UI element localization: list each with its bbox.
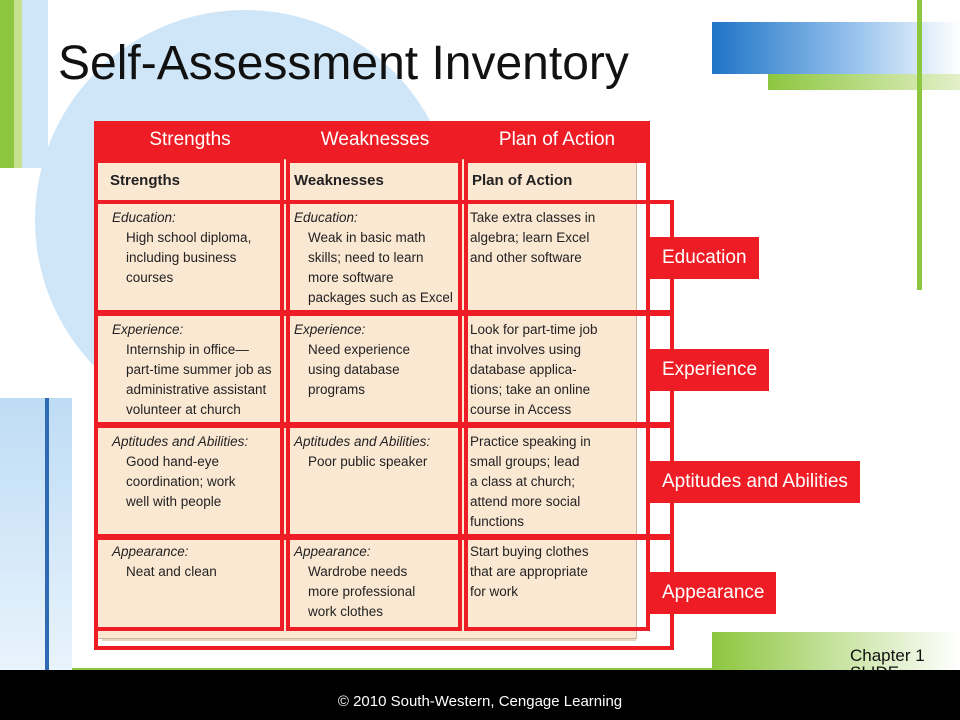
highlight-column-plan — [464, 159, 650, 631]
highlight-row-appearance — [94, 536, 674, 650]
figure-header-strengths: Strengths — [110, 172, 181, 189]
cell-experience-weaknesses: Experience: Need experience using databa… — [294, 322, 411, 397]
highlight-row-experience — [94, 312, 674, 426]
figure-header-weaknesses: Weaknesses — [294, 172, 384, 189]
band-weaknesses: Weaknesses — [320, 129, 430, 150]
cell-education-weaknesses: Education: Weak in basic math skills; ne… — [294, 210, 453, 305]
band-strengths: Strengths — [149, 129, 231, 150]
slide-title: Self-Assessment Inventory — [58, 37, 629, 90]
footer-copyright: © 2010 South-Western, Cengage Learning — [337, 693, 623, 710]
green-accent-bar — [0, 0, 14, 168]
slide-label: SLIDE — [850, 663, 899, 671]
cell-aptitudes-plan: Practice speaking in small groups; lead … — [470, 434, 591, 529]
cell-appearance-plan: Start buying clothes that are appropriat… — [470, 544, 589, 599]
figure-header-plan: Plan of Action — [472, 172, 573, 189]
background-left-gradient — [0, 398, 72, 670]
cell-education-strengths: Education: High school diploma, includin… — [112, 210, 252, 285]
column-header-band: Strengths Weaknesses Plan of Action — [94, 121, 650, 159]
cell-education-plan: Take extra classes in algebra; learn Exc… — [470, 210, 596, 265]
cell-appearance-strengths: Appearance: Neat and clean — [112, 544, 217, 579]
label-aptitudes-and-abilities: Aptitudes and Abilities — [650, 461, 860, 503]
cell-aptitudes-strengths: Aptitudes and Abilities: Good hand-eye c… — [112, 434, 249, 509]
green-gradient-banner — [768, 74, 960, 90]
green-vertical-line — [917, 0, 922, 290]
band-plan-of-action: Plan of Action — [498, 129, 616, 150]
blue-gradient-banner — [712, 22, 960, 74]
label-education: Education — [650, 237, 759, 279]
highlight-row-education — [94, 200, 674, 314]
highlight-column-weaknesses — [286, 159, 462, 631]
cell-experience-strengths: Experience: Internship in office— part-t… — [112, 322, 272, 417]
highlight-row-aptitudes — [94, 424, 674, 538]
self-assessment-figure: Strengths Weaknesses Plan of Action Educ… — [97, 159, 637, 639]
label-appearance: Appearance — [650, 572, 777, 614]
chapter-label: Chapter 1 — [850, 646, 925, 665]
cell-experience-plan: Look for part-time job that involves usi… — [470, 322, 598, 417]
footer-bar — [0, 670, 960, 720]
green-gradient-footer-accent — [712, 632, 960, 672]
cell-appearance-weaknesses: Appearance: Wardrobe needs more professi… — [294, 544, 416, 619]
blue-vertical-line — [45, 398, 49, 690]
label-experience: Experience — [650, 349, 770, 391]
footer-green-line — [72, 668, 712, 671]
cell-aptitudes-weaknesses: Aptitudes and Abilities: Poor public spe… — [294, 434, 431, 469]
green-accent-bar-light — [14, 0, 22, 168]
